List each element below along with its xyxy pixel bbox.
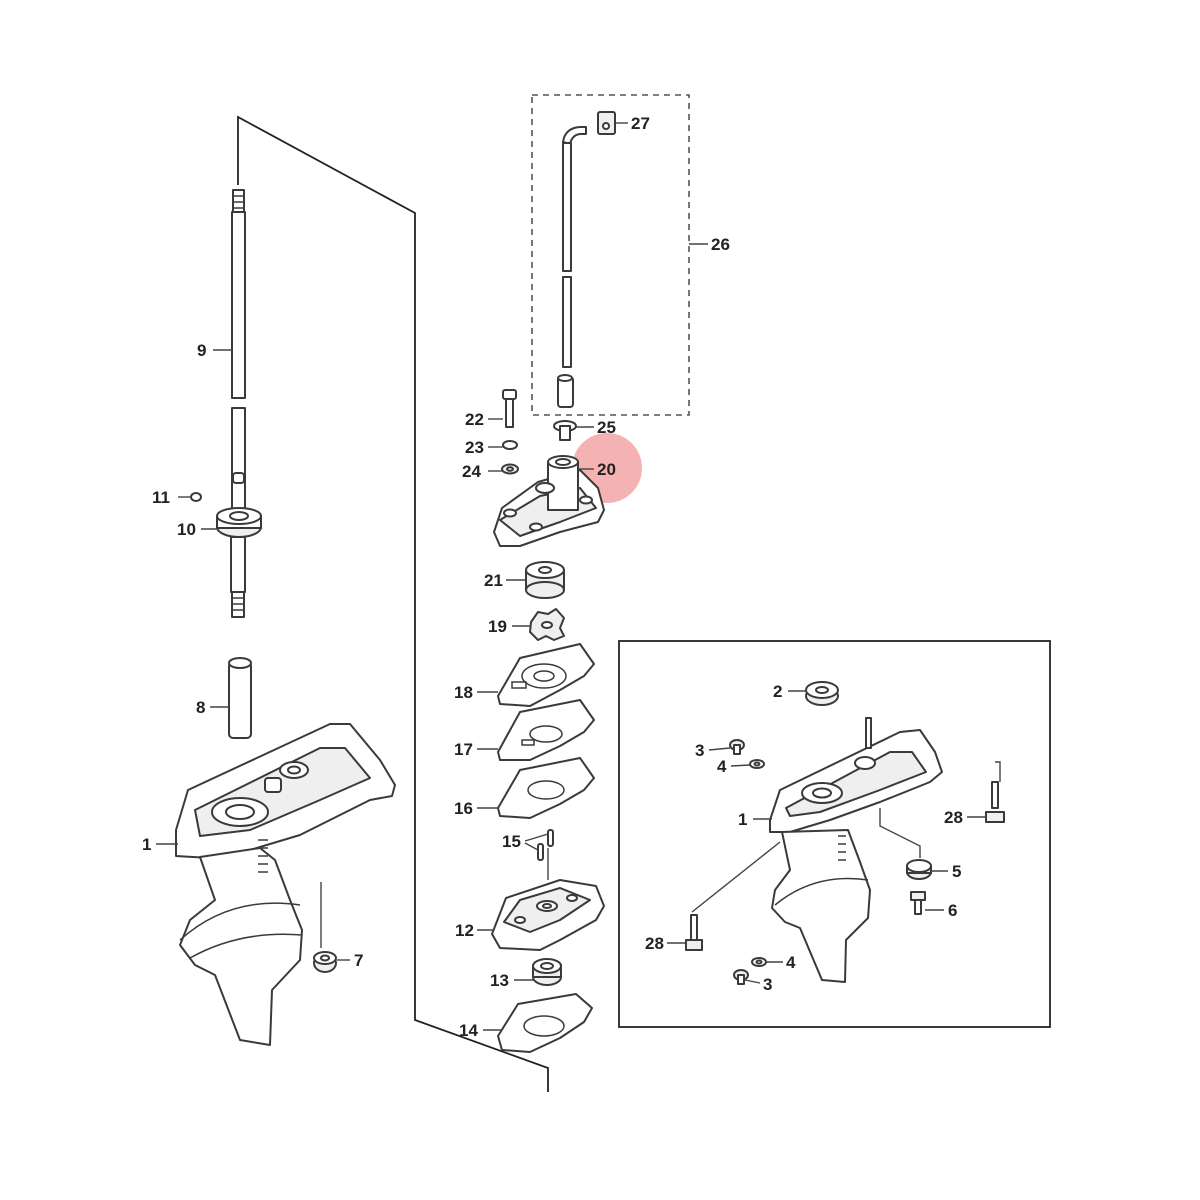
callout-28-left: 28 <box>645 934 664 953</box>
callout-17: 17 <box>454 740 473 759</box>
callout-15: 15 <box>502 832 521 851</box>
callout-26: 26 <box>711 235 730 254</box>
callout-2: 2 <box>773 682 782 701</box>
grommet-5[interactable] <box>906 859 932 880</box>
leader-3b <box>744 979 761 984</box>
drive-shaft-bearing[interactable] <box>216 507 262 538</box>
callout-16: 16 <box>454 799 473 818</box>
pump-housing-20[interactable] <box>493 455 605 547</box>
pin-15b[interactable] <box>537 843 544 861</box>
drive-shaft[interactable] <box>230 189 246 618</box>
leader-28-left-diagonal <box>691 841 781 913</box>
callout-23: 23 <box>465 438 484 457</box>
callout-9: 9 <box>197 341 206 360</box>
callout-4-top: 4 <box>717 757 727 776</box>
bolt-28-right[interactable] <box>985 781 1005 823</box>
callout-10: 10 <box>177 520 196 539</box>
water-tube[interactable] <box>228 657 252 739</box>
washer-24[interactable] <box>501 463 519 475</box>
gasket-16[interactable] <box>497 757 595 819</box>
callout-12: 12 <box>455 921 474 940</box>
lock-washer-23[interactable] <box>502 440 518 450</box>
callout-5: 5 <box>952 862 961 881</box>
leader-15b <box>524 842 539 851</box>
nut-7[interactable] <box>313 951 337 973</box>
impeller-19[interactable] <box>529 608 565 641</box>
inset-frame <box>618 640 1051 1028</box>
clip-27[interactable] <box>597 111 616 135</box>
seal-13[interactable] <box>532 958 562 986</box>
leader-3a <box>708 747 731 751</box>
lower-casing-left[interactable] <box>175 723 396 1046</box>
leader-5-path <box>879 808 921 858</box>
gasket-14[interactable] <box>497 993 593 1053</box>
leader-4a <box>730 764 751 767</box>
callout-6: 6 <box>948 901 957 920</box>
pump-base-12[interactable] <box>491 879 605 951</box>
callout-11: 11 <box>152 488 170 507</box>
callout-1-left: 1 <box>142 835 151 854</box>
bolt-6[interactable] <box>910 891 926 915</box>
callout-13: 13 <box>490 971 509 990</box>
callout-24: 24 <box>462 462 481 481</box>
callout-8: 8 <box>196 698 205 717</box>
callout-27: 27 <box>631 114 650 133</box>
lower-casing-inset[interactable] <box>769 717 943 983</box>
callout-18: 18 <box>454 683 473 702</box>
callout-25: 25 <box>597 418 616 437</box>
bolt-3-bottom[interactable] <box>733 969 749 985</box>
callout-3-top: 3 <box>695 741 704 760</box>
assembly-frame-line <box>237 115 549 1092</box>
pin-15a[interactable] <box>547 829 554 847</box>
seal-2[interactable] <box>805 681 839 706</box>
callout-4-bottom: 4 <box>786 953 796 972</box>
bolt-3-top[interactable] <box>729 739 745 755</box>
callout-20: 20 <box>597 460 616 479</box>
shift-rod[interactable] <box>557 126 587 408</box>
callout-3-bottom: 3 <box>763 975 772 994</box>
leader-15a <box>524 833 549 842</box>
callout-19: 19 <box>488 617 507 636</box>
callout-14: 14 <box>459 1021 478 1040</box>
callout-22: 22 <box>465 410 484 429</box>
callout-21: 21 <box>484 571 503 590</box>
callout-28-right: 28 <box>944 808 963 827</box>
plate-18[interactable] <box>497 643 595 707</box>
bolt-28-left[interactable] <box>685 914 703 951</box>
pin-small[interactable] <box>190 492 202 502</box>
pump-insert-21[interactable] <box>525 561 565 599</box>
leader-28-right-hook <box>995 761 1001 782</box>
callout-1-inset: 1 <box>738 810 747 829</box>
washer-4-top[interactable] <box>749 759 765 769</box>
bolt-22[interactable] <box>502 389 517 428</box>
grommet-25[interactable] <box>553 420 577 441</box>
plate-17[interactable] <box>497 699 595 761</box>
linkage-kit-dashed-box <box>531 94 690 416</box>
callout-7: 7 <box>354 951 363 970</box>
washer-4-bottom[interactable] <box>751 957 767 967</box>
